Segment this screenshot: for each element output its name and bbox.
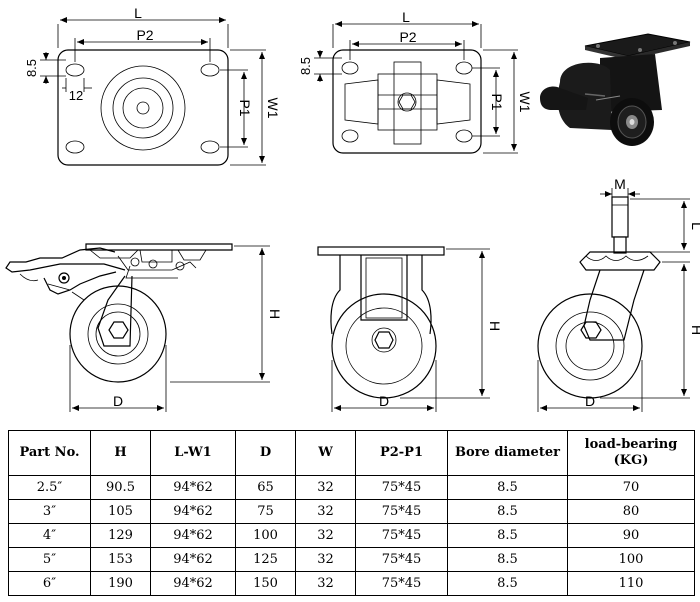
header-part-no: Part No. xyxy=(8,430,91,476)
table-cell: 105 xyxy=(90,499,151,524)
header-h: H xyxy=(90,430,151,476)
table-cell: 94*62 xyxy=(150,523,236,548)
caster-side-view-brake: H D xyxy=(5,243,283,412)
table-cell: 94*62 xyxy=(150,571,236,596)
table-cell: 190 xyxy=(90,571,151,596)
table-cell: 8.5 xyxy=(447,475,568,500)
table-cell: 32 xyxy=(295,547,356,572)
table-cell: 75*45 xyxy=(355,475,448,500)
dim-label-p2: P2 xyxy=(136,27,153,43)
plate-top-view-middle: L P2 8.5 P1 W1 xyxy=(298,9,533,154)
table-cell: 70 xyxy=(567,475,695,500)
header-w: W xyxy=(295,430,356,476)
caster-front-view: H D xyxy=(317,246,503,412)
table-cell: 32 xyxy=(295,571,356,596)
table-cell: 100 xyxy=(567,547,695,572)
table-cell: 3″ xyxy=(8,499,91,524)
dim-label-h-2: H xyxy=(487,321,503,331)
table-cell: 129 xyxy=(90,523,151,548)
table-cell: 75*45 xyxy=(355,523,448,548)
dim-label-p1: P1 xyxy=(237,99,253,116)
table-cell: 75*45 xyxy=(355,499,448,524)
table-cell: 125 xyxy=(235,547,296,572)
dim-label-l-2: L xyxy=(402,9,410,25)
table-cell: 65 xyxy=(235,475,296,500)
table-cell: 2.5″ xyxy=(8,475,91,500)
table-cell: 110 xyxy=(567,571,695,596)
table-cell: 90 xyxy=(567,523,695,548)
dim-label-d-2: D xyxy=(379,393,389,409)
table-cell: 8.5 xyxy=(447,523,568,548)
header-load-bearing: load-bearing(KG) xyxy=(567,430,695,476)
table-cell: 94*62 xyxy=(150,547,236,572)
table-cell: 32 xyxy=(295,499,356,524)
table-cell: 32 xyxy=(295,523,356,548)
header-bore-diameter: Bore diameter xyxy=(447,430,568,476)
header-d: D xyxy=(235,430,296,476)
caster-stem-view: M L H D xyxy=(537,176,700,412)
dim-label-p2-2: P2 xyxy=(399,29,416,45)
dim-label-w1: W1 xyxy=(265,98,281,119)
table-cell: 90.5 xyxy=(90,475,151,500)
dim-label-top-hole-offset: 8.5 xyxy=(24,59,39,77)
dim-label-d-3: D xyxy=(585,393,595,409)
dim-label-m: M xyxy=(614,176,626,192)
dim-label-d-1: D xyxy=(113,393,123,409)
spec-table: Part No. H L-W1 D W P2-P1 Bore diameter … xyxy=(8,430,695,596)
header-l-w1: L-W1 xyxy=(150,430,236,476)
table-cell: 100 xyxy=(235,523,296,548)
plate-top-view-left: L P2 8.5 12 P1 W1 xyxy=(24,5,281,166)
table-cell: 75 xyxy=(235,499,296,524)
dim-label-l-stem: L xyxy=(689,222,700,230)
caster-technical-drawing: L P2 8.5 12 P1 W1 xyxy=(5,5,700,412)
dim-label-w1-2: W1 xyxy=(517,92,533,113)
table-cell: 8.5 xyxy=(447,571,568,596)
table-cell: 94*62 xyxy=(150,499,236,524)
table-cell: 6″ xyxy=(8,571,91,596)
table-cell: 80 xyxy=(567,499,695,524)
dim-label-h-1: H xyxy=(267,309,283,319)
caster-product-image xyxy=(540,33,691,146)
header-load-bearing-unit: (KG) xyxy=(613,453,649,468)
table-cell: 8.5 xyxy=(447,547,568,572)
table-cell: 75*45 xyxy=(355,571,448,596)
dim-label-p1-2: P1 xyxy=(489,93,505,110)
table-cell: 75*45 xyxy=(355,547,448,572)
dim-label-h-3: H xyxy=(689,325,700,335)
table-cell: 94*62 xyxy=(150,475,236,500)
table-cell: 153 xyxy=(90,547,151,572)
table-cell: 5″ xyxy=(8,547,91,572)
header-p2-p1: P2-P1 xyxy=(355,430,448,476)
table-header-row: Part No. H L-W1 D W P2-P1 Bore diameter … xyxy=(8,430,695,476)
dim-label-left-hole-offset: 12 xyxy=(69,88,83,103)
header-load-bearing-label: load-bearing xyxy=(584,437,678,452)
table-cell: 8.5 xyxy=(447,499,568,524)
dim-label-top-hole-offset-2: 8.5 xyxy=(298,57,313,75)
table-cell: 32 xyxy=(295,475,356,500)
table-cell: 150 xyxy=(235,571,296,596)
dim-label-l: L xyxy=(134,5,142,21)
table-cell: 4″ xyxy=(8,523,91,548)
